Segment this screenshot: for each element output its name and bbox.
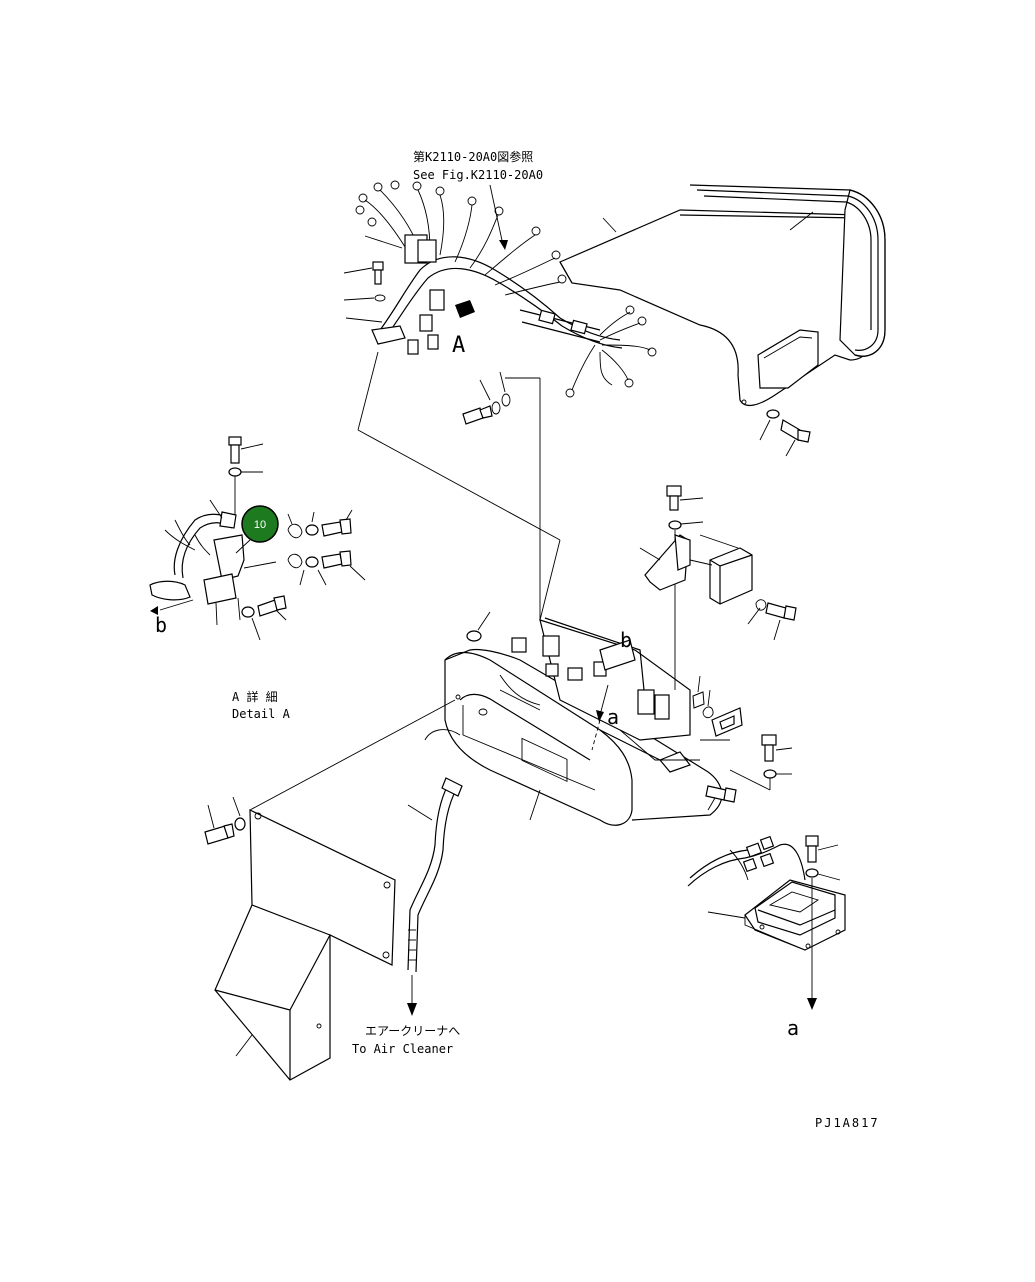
bolt-icon bbox=[257, 595, 287, 617]
label-a-mid: a bbox=[607, 705, 619, 729]
air-cleaner-jp: エアークリーナへ bbox=[365, 1024, 460, 1038]
bolt-icon bbox=[765, 602, 797, 621]
figure-code: PJ1A817 bbox=[815, 1116, 880, 1130]
bolt-icon bbox=[228, 436, 242, 464]
label-b-right: b bbox=[620, 628, 632, 652]
monitor-panel bbox=[559, 184, 886, 407]
bolt-icon bbox=[204, 823, 235, 845]
bolt-icon bbox=[321, 550, 352, 569]
label-b-left: b bbox=[155, 613, 167, 637]
air-cleaner-hose bbox=[407, 777, 463, 973]
bolt-icon bbox=[761, 734, 777, 762]
wiring-harness-top bbox=[355, 180, 657, 398]
bolt-icon bbox=[780, 419, 811, 443]
bolt-icon bbox=[372, 261, 384, 285]
controller-box bbox=[744, 879, 846, 951]
detail-a-jp: A 詳 細 bbox=[232, 689, 278, 704]
reference-en: See Fig.K2110-20A0 bbox=[413, 168, 543, 182]
bolt-icon bbox=[321, 518, 352, 537]
base-housing bbox=[424, 617, 723, 826]
bolt-icon bbox=[705, 785, 737, 803]
label-a-bottom: a bbox=[787, 1016, 799, 1040]
detail-a-en: Detail A bbox=[232, 707, 291, 721]
reference-jp: 第K2110-20A0図参照 bbox=[413, 149, 533, 164]
bolt-icon bbox=[462, 405, 493, 425]
label-A: A bbox=[452, 333, 465, 358]
callout-badge-10[interactable]: 10 bbox=[241, 505, 279, 543]
callout-number: 10 bbox=[254, 519, 266, 531]
detail-a-harness bbox=[149, 511, 245, 605]
bolt-icon bbox=[666, 485, 682, 511]
bolt-icon bbox=[805, 835, 819, 863]
cover-plate bbox=[214, 809, 396, 1081]
air-cleaner-en: To Air Cleaner bbox=[352, 1042, 453, 1056]
